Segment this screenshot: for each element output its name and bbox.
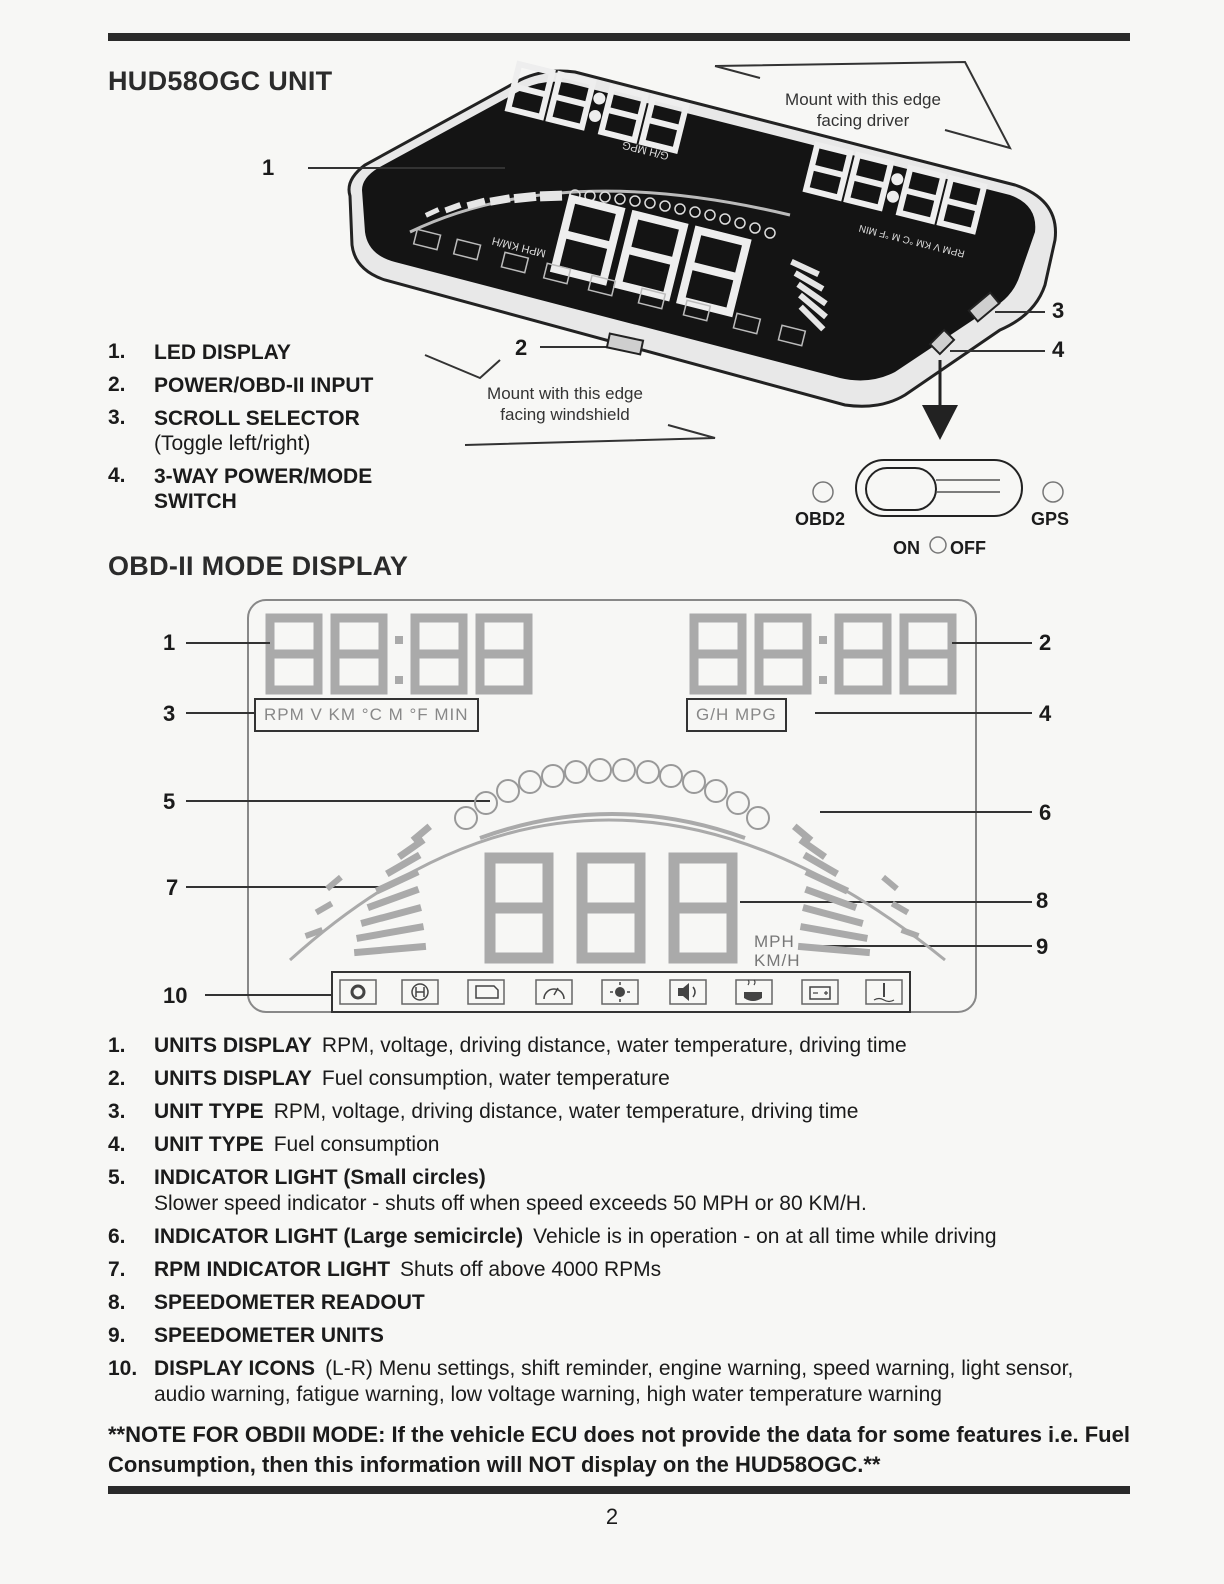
parts-list: 1. LED DISPLAY 2. POWER/OBD-II INPUT 3. …	[108, 340, 428, 522]
speedometer-digits	[484, 852, 738, 964]
hud-device-illustration: G/H MPG RPM V KM °C M °F MIN MPH KM/H	[308, 60, 1057, 446]
parts-item: 3. SCROLL SELECTOR(Toggle left/right)	[108, 406, 360, 455]
callout-4: 4	[1052, 337, 1065, 362]
section-title-unit: HUD58OGC UNIT	[108, 66, 333, 96]
top-right-digits	[689, 613, 957, 695]
list-item: 8.SPEEDOMETER READOUT	[108, 1291, 425, 1314]
obd-callout-10: 10	[163, 983, 188, 1008]
section-title-obd: OBD-II MODE DISPLAY	[108, 551, 409, 581]
water-temp-icon	[873, 983, 895, 1003]
speed-warning-icon	[543, 987, 565, 1000]
top-left-digits	[265, 613, 533, 695]
page-number: 2	[605, 1504, 619, 1529]
obd-mode-note: **NOTE FOR OBDII MODE: If the vehicle EC…	[108, 1422, 1130, 1477]
obd-callout-1: 1	[163, 630, 176, 655]
units-box-left: RPM V KM °C M °F MIN	[254, 698, 479, 732]
speed-units: MPH KM/H	[754, 932, 801, 970]
callout-1: 1	[262, 155, 275, 180]
list-item: 9.SPEEDOMETER UNITS	[108, 1324, 384, 1347]
light-sensor-icon	[610, 982, 630, 1002]
switch-label-off: OFF	[950, 538, 986, 558]
audio-icon	[678, 983, 696, 1001]
switch-label-obd2: OBD2	[795, 509, 846, 529]
parts-item: 2. POWER/OBD-II INPUT	[108, 373, 374, 397]
obd-callout-9: 9	[1036, 934, 1049, 959]
obd-callout-5: 5	[163, 789, 176, 814]
obd-callout-4: 4	[1039, 701, 1052, 726]
units-box-right: G/H MPG	[686, 698, 787, 732]
obd-callout-2: 2	[1039, 630, 1052, 655]
small-circles-indicator	[454, 758, 770, 830]
parts-item: 1. LED DISPLAY	[108, 340, 291, 364]
obd-callout-7: 7	[166, 875, 179, 900]
list-item: 10.DISPLAY ICONS(L-R) Menu settings, shi…	[108, 1357, 1074, 1406]
switch-label-on: ON	[893, 538, 920, 558]
mode-switch-diagram	[812, 459, 1064, 554]
callout-mount-driver: Mount with this edge facing driver	[785, 90, 941, 130]
callout-3: 3	[1052, 298, 1065, 323]
callout-mount-windshield: Mount with this edge facing windshield	[487, 384, 643, 424]
obd-callout-3: 3	[163, 701, 176, 726]
list-item: 6.INDICATOR LIGHT (Large semicircle)Vehi…	[108, 1225, 997, 1248]
shift-icon	[411, 983, 429, 1001]
top-rule	[108, 33, 1130, 41]
parts-item: 4. 3-WAY POWER/MODE SWITCH	[108, 464, 373, 513]
gear-icon	[350, 984, 366, 1000]
rpm-bars-left	[304, 823, 432, 957]
bottom-rule	[108, 1486, 1130, 1494]
switch-label-gps: GPS	[1031, 509, 1070, 529]
list-item: 5.INDICATOR LIGHT (Small circles)Slower …	[108, 1166, 867, 1215]
obd-callout-8: 8	[1036, 888, 1049, 913]
obd-callout-6: 6	[1039, 800, 1052, 825]
engine-icon	[475, 985, 499, 999]
callout-2: 2	[515, 335, 528, 360]
fatigue-icon	[744, 979, 762, 1001]
rpm-bars-right	[792, 823, 920, 957]
battery-icon	[809, 986, 831, 1000]
parts-item-sub: (Toggle left/right)	[154, 432, 311, 455]
